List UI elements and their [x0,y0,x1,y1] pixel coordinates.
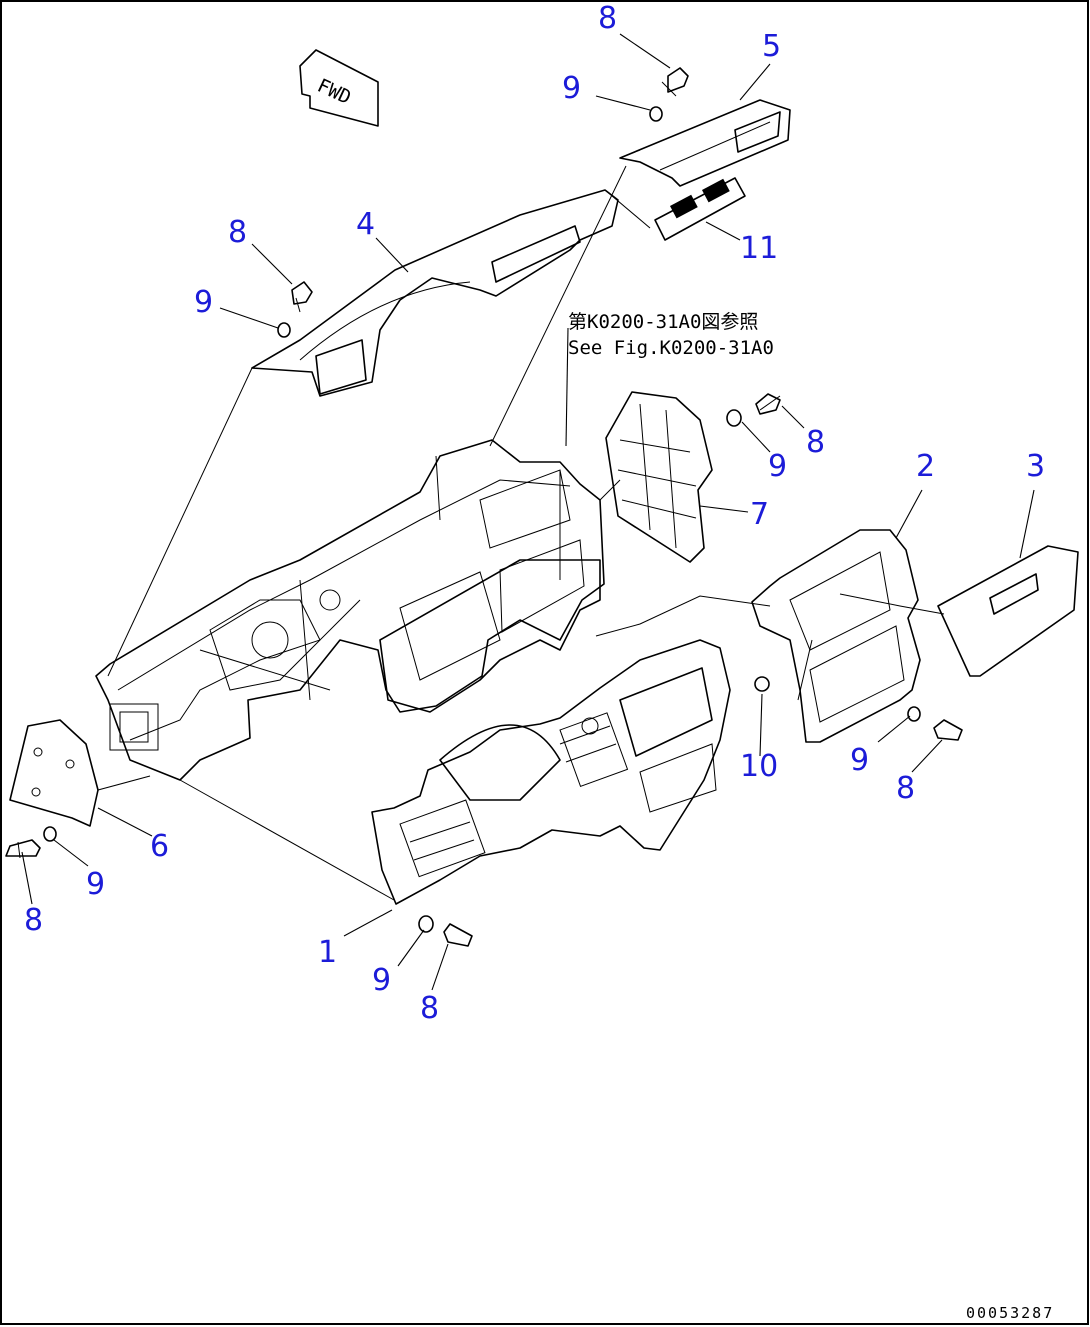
reference-note-en: See Fig.K0200-31A0 [568,337,774,359]
bolt-top-right [661,67,689,97]
bolt-left [5,839,41,859]
washer-bottom [418,915,434,933]
part-4-cover [251,189,651,397]
dashboard-frame [95,439,605,781]
washer-right-mid [726,409,742,427]
assembly-lines [97,165,945,901]
callout-8-bottom: 8 [420,991,439,1026]
part-10-plug [754,676,770,692]
part-6-side-panel [9,719,99,827]
callout-4: 4 [356,207,375,242]
callout-11: 11 [740,231,778,266]
washer-top-right [649,106,663,122]
callout-3: 3 [1026,449,1045,484]
bolt-lower-right [933,719,963,741]
callout-9-bottom: 9 [372,963,391,998]
bolt-right-mid [755,393,781,415]
callout-8-lower-right: 8 [896,771,915,806]
callout-9-lower-right: 9 [850,743,869,778]
washer-lower-right [907,706,921,722]
fwd-label: FWD [314,75,354,109]
callout-2: 2 [916,449,935,484]
part-3-lid [937,545,1079,677]
part-2-bracket [751,529,921,743]
callout-10: 10 [740,749,778,784]
callout-9-upper-left: 9 [194,285,213,320]
callout-7: 7 [750,497,769,532]
callout-6: 6 [150,829,169,864]
callout-9-right-mid: 9 [768,449,787,484]
part-1-instrument-panel [371,639,731,905]
callout-8-upper-left: 8 [228,215,247,250]
leader-lines [21,33,1035,991]
callout-5: 5 [762,29,781,64]
callout-1: 1 [318,935,337,970]
callout-labels: 1 2 3 4 5 6 7 8 9 10 11 8 9 8 9 8 9 8 9 … [24,1,1045,1026]
bolt-bottom [443,923,473,947]
fwd-arrow: FWD [299,49,379,127]
reference-note-jp: 第K0200-31A0図参照 [568,311,758,333]
callout-8-left: 8 [24,903,43,938]
washer-upper-left [277,322,291,338]
callout-8-top: 8 [598,1,617,36]
part-5-cover [619,99,791,187]
callout-9-left: 9 [86,867,105,902]
bolt-upper-left [291,281,313,313]
doc-number: 00053287 [966,1304,1054,1322]
part-7-panel [605,391,713,563]
washer-left [43,826,57,842]
callout-9-top: 9 [562,71,581,106]
callout-8-right-mid: 8 [806,425,825,460]
part-11-grill [654,177,746,241]
